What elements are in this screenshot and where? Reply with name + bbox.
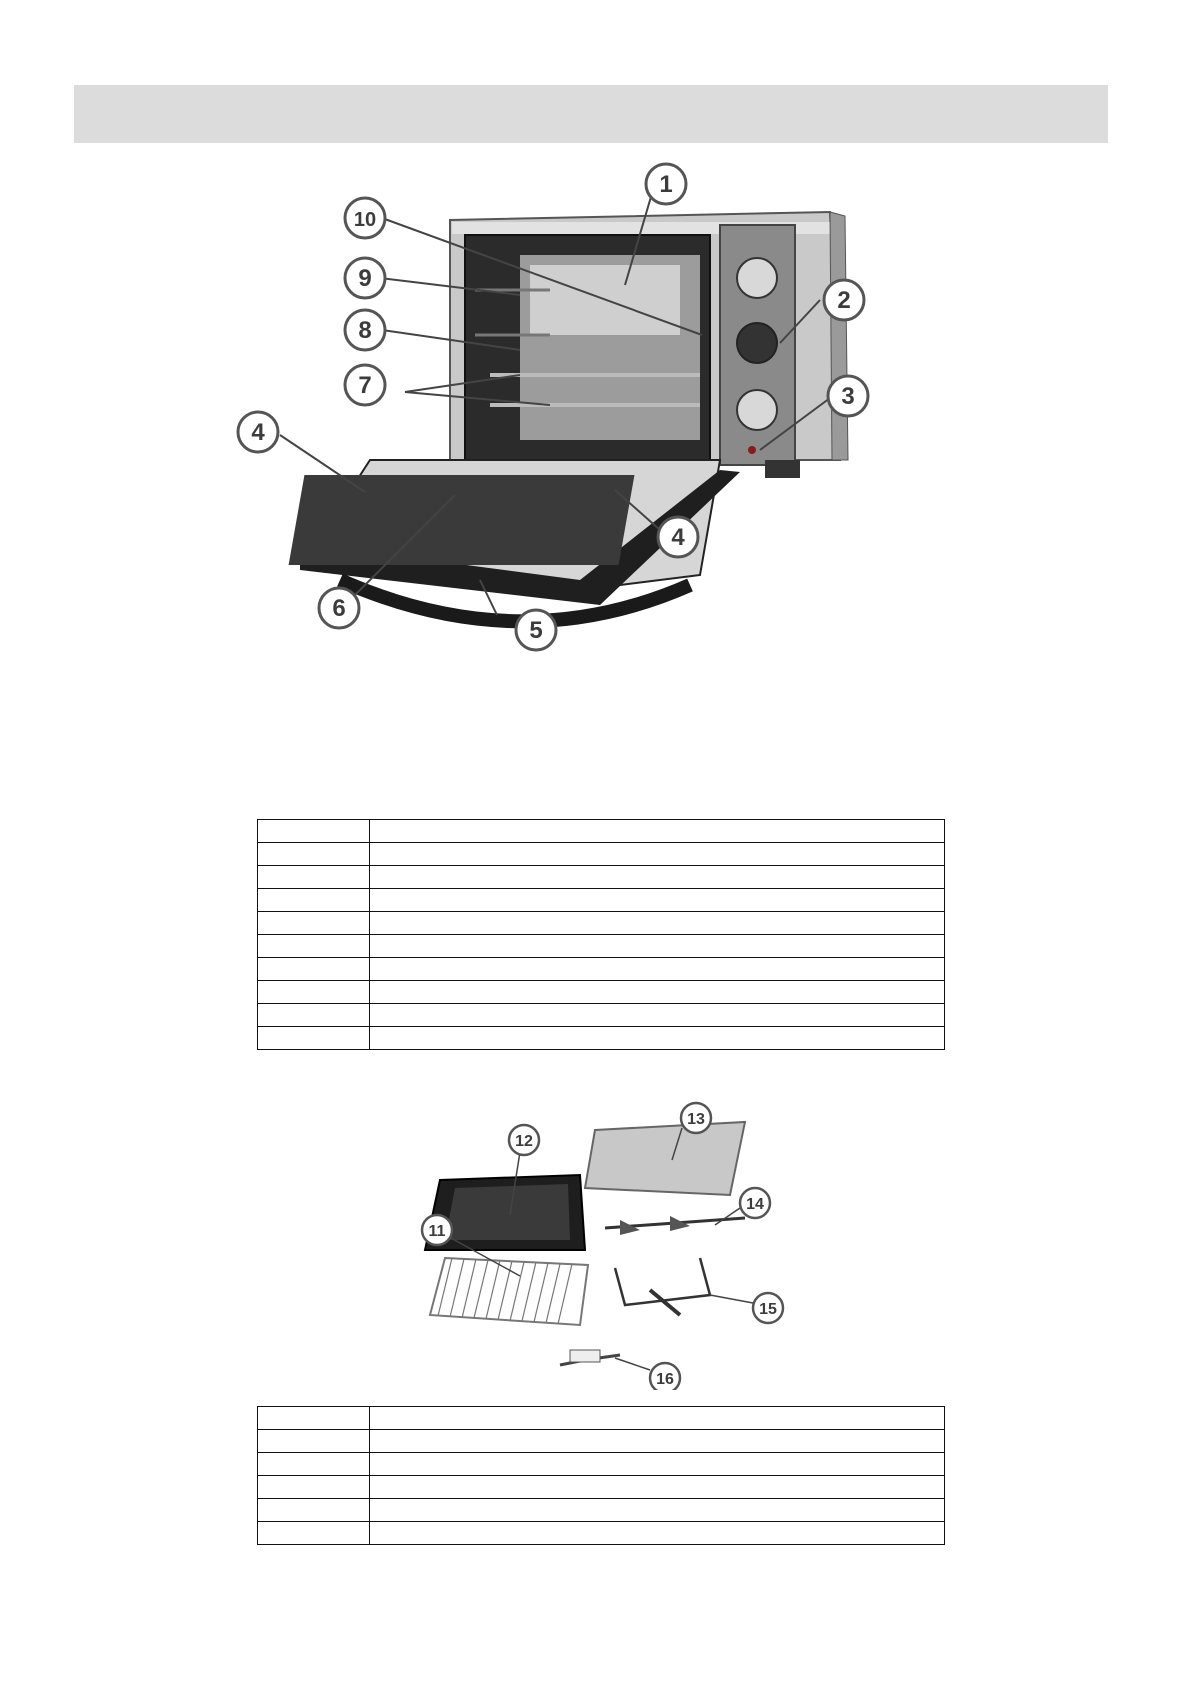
part-description-cell — [369, 842, 945, 866]
callout-13: 13 — [687, 1111, 705, 1128]
part-number-cell — [257, 842, 370, 866]
section-header-bar — [74, 85, 1108, 143]
callout-1: 1 — [659, 171, 672, 198]
table-row — [257, 1498, 945, 1522]
table-row — [257, 888, 945, 912]
callout-12: 12 — [515, 1133, 533, 1150]
part-number-cell — [257, 1498, 370, 1522]
callout-4-right: 4 — [671, 524, 685, 551]
callout-5: 5 — [529, 617, 542, 644]
part-description-cell — [369, 934, 945, 958]
table-row — [257, 865, 945, 889]
callout-11: 11 — [429, 1223, 446, 1240]
part-number-cell — [257, 819, 370, 843]
part-number-cell — [257, 1521, 370, 1545]
table-row — [257, 1475, 945, 1499]
callout-10: 10 — [354, 209, 376, 231]
callout-9: 9 — [358, 265, 371, 292]
callout-8: 8 — [358, 317, 371, 344]
table-row — [257, 1521, 945, 1545]
part-number-cell — [257, 1475, 370, 1499]
callout-16: 16 — [656, 1371, 674, 1388]
part-description-cell — [369, 1429, 945, 1453]
callout-14: 14 — [746, 1196, 764, 1213]
callout-15: 15 — [759, 1301, 777, 1318]
part-description-cell — [369, 1498, 945, 1522]
part-description-cell — [369, 819, 945, 843]
part-description-cell — [369, 957, 945, 981]
part-number-cell — [257, 888, 370, 912]
part-number-cell — [257, 1452, 370, 1476]
part-description-cell — [369, 1452, 945, 1476]
part-description-cell — [369, 1026, 945, 1050]
part-number-cell — [257, 1429, 370, 1453]
part-number-cell — [257, 980, 370, 1004]
part-number-cell — [257, 957, 370, 981]
table-row — [257, 842, 945, 866]
table-row — [257, 1026, 945, 1050]
callout-2: 2 — [837, 287, 850, 314]
table-row — [257, 957, 945, 981]
part-number-cell — [257, 1003, 370, 1027]
part-description-cell — [369, 980, 945, 1004]
oven-illustration: 1 2 3 4 4 5 6 7 8 9 10 — [236, 162, 870, 652]
part-description-cell — [369, 1003, 945, 1027]
part-description-cell — [369, 1406, 945, 1430]
part-description-cell — [369, 1521, 945, 1545]
part-number-cell — [257, 1406, 370, 1430]
part-number-cell — [257, 934, 370, 958]
callout-7: 7 — [358, 372, 371, 399]
table-row — [257, 911, 945, 935]
table-row — [257, 980, 945, 1004]
callout-4-left: 4 — [251, 419, 265, 446]
table-row — [257, 1452, 945, 1476]
part-description-cell — [369, 888, 945, 912]
part-number-cell — [257, 1026, 370, 1050]
part-description-cell — [369, 1475, 945, 1499]
part-number-cell — [257, 911, 370, 935]
part-description-cell — [369, 865, 945, 889]
table-row — [257, 934, 945, 958]
callout-3: 3 — [841, 383, 854, 410]
table-row — [257, 1003, 945, 1027]
table-row — [257, 1406, 945, 1430]
table-row — [257, 819, 945, 843]
parts-table — [257, 819, 945, 1050]
part-description-cell — [369, 911, 945, 935]
part-number-cell — [257, 865, 370, 889]
accessories-illustration: 12 13 14 11 15 16 — [420, 1101, 785, 1390]
callout-6: 6 — [332, 595, 345, 622]
table-row — [257, 1429, 945, 1453]
accessories-table — [257, 1406, 945, 1545]
